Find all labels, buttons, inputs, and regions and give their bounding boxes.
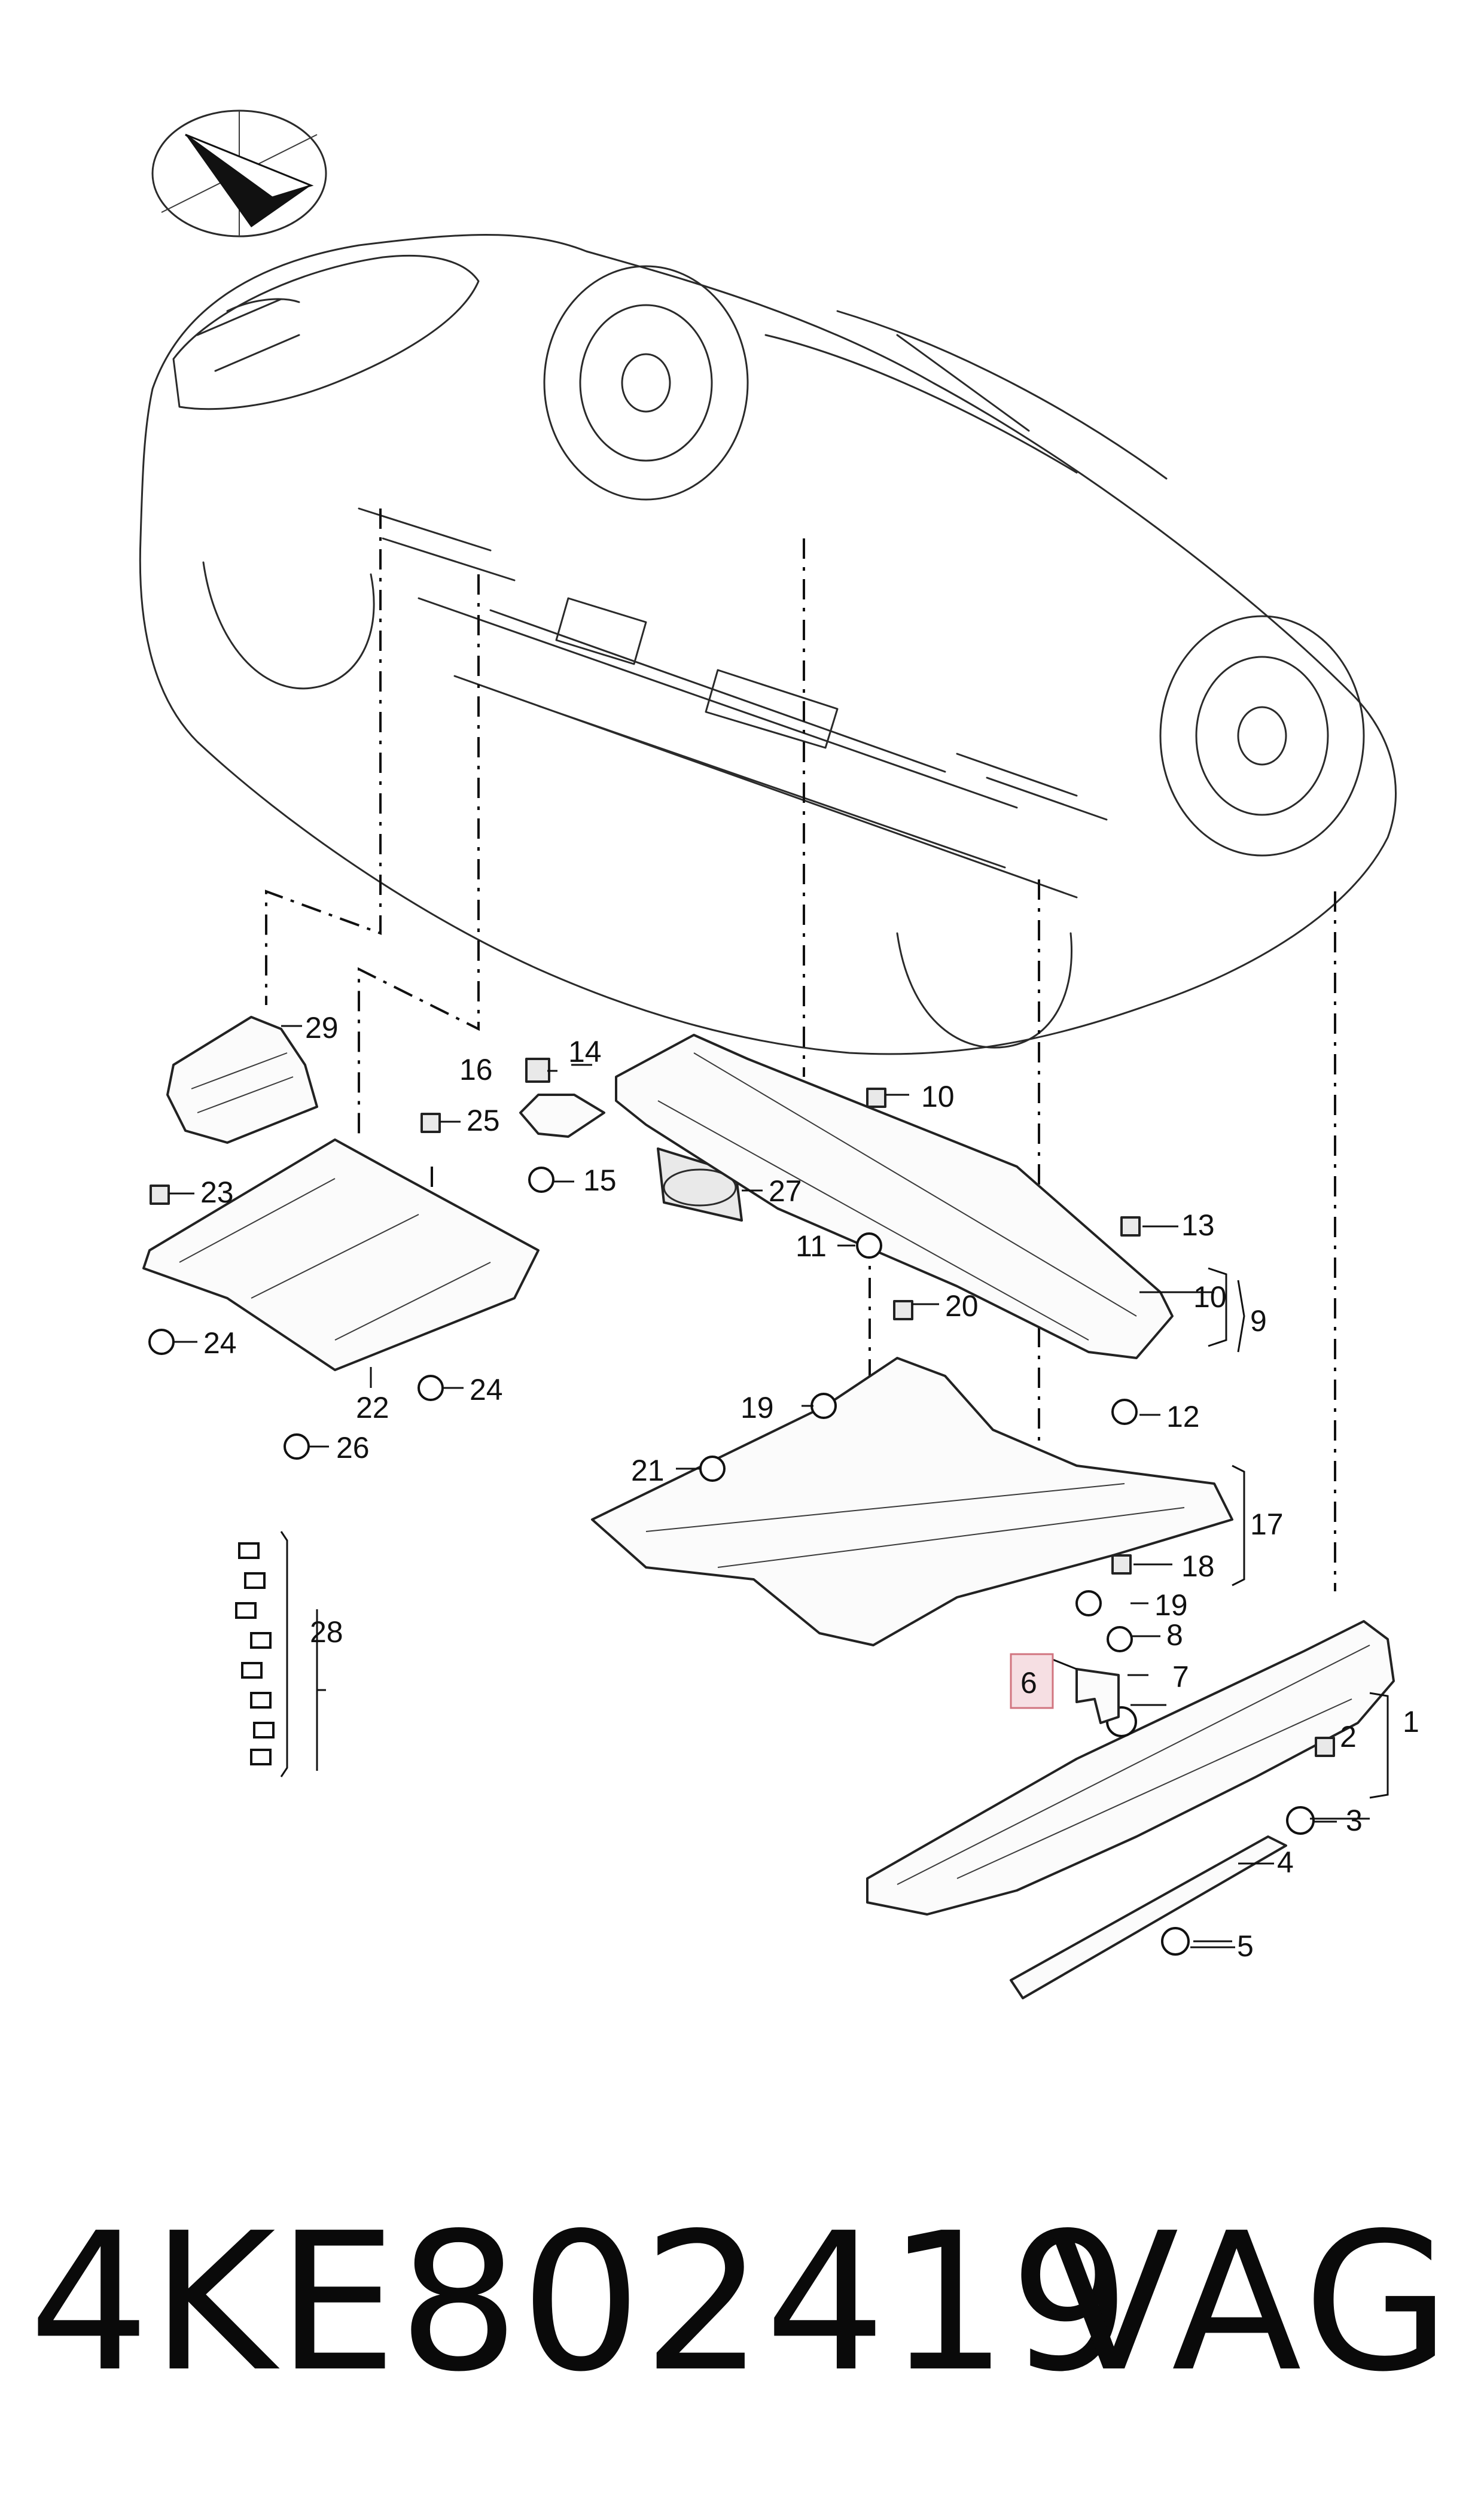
callout-10-top: 10: [921, 1080, 955, 1113]
callout-29: 29: [305, 1011, 339, 1045]
callout-13: 13: [1181, 1208, 1215, 1242]
callout-2: 2: [1340, 1720, 1357, 1753]
part-16-clip: [525, 1058, 550, 1083]
part-4-trim-strip: [1010, 1835, 1287, 1999]
callout-6: 6: [1020, 1666, 1037, 1700]
fastener-markers: [148, 1088, 1335, 1956]
part-17-center-panel: [591, 1357, 1233, 1646]
callout-labels: 1 2 3 4 5 6 7 8 9 10 10 11 12 13 14 15 1…: [200, 1011, 1419, 1963]
highlight-box: [1010, 1653, 1054, 1709]
callout-9: 9: [1250, 1304, 1267, 1338]
callout-20: 20: [945, 1289, 979, 1323]
part-22-underbody-panel: [142, 1138, 540, 1388]
callout-27: 27: [769, 1174, 802, 1208]
callout-21: 21: [631, 1454, 665, 1487]
callout-17: 17: [1250, 1508, 1284, 1541]
callout-12: 12: [1166, 1400, 1200, 1433]
callout-16: 16: [459, 1053, 493, 1086]
callout-5: 5: [1237, 1929, 1254, 1963]
callout-28: 28: [310, 1615, 343, 1649]
part-9-side-panel: [615, 1034, 1174, 1359]
brand-label: VAG: [1049, 2192, 1455, 2413]
part-28-fastener-set: [235, 1542, 275, 1765]
callout-3: 3: [1346, 1804, 1363, 1837]
callout-19-lower: 19: [1154, 1588, 1188, 1622]
orientation-arrow-icon: [151, 109, 327, 238]
leader-lines: [169, 1064, 1389, 1948]
part-27-grommet: [657, 1147, 743, 1222]
callout-8: 8: [1166, 1618, 1183, 1652]
part-1-front-undertray: [866, 1620, 1395, 1916]
callout-23: 23: [200, 1176, 234, 1209]
callout-15: 15: [583, 1164, 617, 1197]
vehicle-underside-illustration: [139, 234, 1397, 1055]
part-29-heat-shield: [166, 1016, 318, 1144]
callout-1: 1: [1403, 1705, 1419, 1738]
callout-24-left: 24: [203, 1326, 237, 1360]
callout-10-bracket: 10: [1193, 1280, 1227, 1314]
callout-25: 25: [467, 1104, 500, 1137]
callout-4: 4: [1277, 1846, 1294, 1879]
callout-19-upper: 19: [741, 1391, 774, 1424]
part-number-label: 4KE802419: [29, 2192, 1132, 2413]
callout-18: 18: [1181, 1549, 1215, 1583]
callout-24-right: 24: [470, 1373, 503, 1406]
callout-22: 22: [356, 1391, 389, 1424]
callout-14: 14: [568, 1035, 602, 1068]
part-6-bracket: [1075, 1668, 1120, 1724]
callout-11: 11: [796, 1229, 827, 1263]
callout-26: 26: [336, 1431, 370, 1464]
part-14-bracket: [519, 1094, 605, 1138]
callout-7: 7: [1172, 1660, 1189, 1694]
